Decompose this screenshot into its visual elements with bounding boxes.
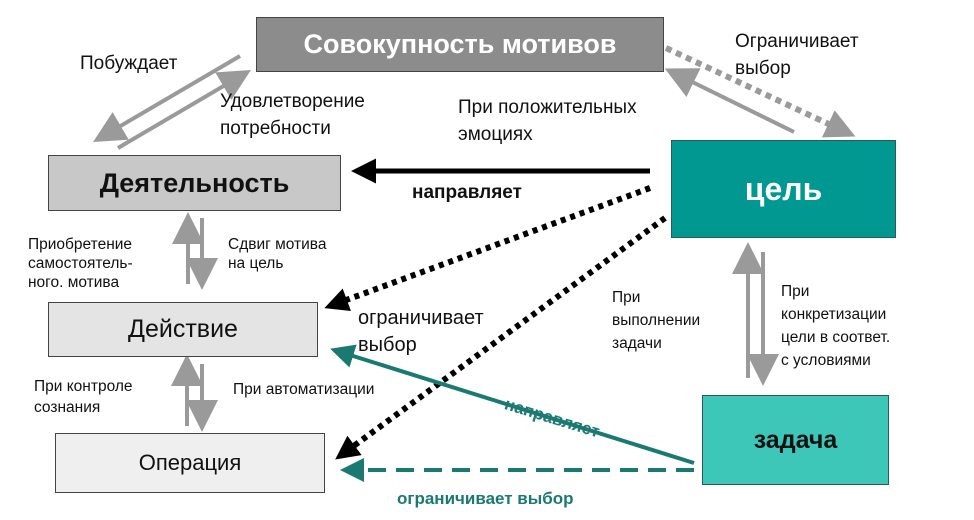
node-motives: Совокупность мотивов [256, 17, 664, 72]
label-limits-choice-mid-2: выбор [358, 334, 417, 356]
node-activity: Деятельность [48, 155, 341, 211]
label-limits-choice-top-2: выбор [735, 58, 791, 79]
label-task-execution-2: выполнении [612, 312, 701, 329]
label-need-satisfaction-1: Удовлетворение [220, 91, 365, 112]
label-limits-choice-bottom: ограничивает выбор [397, 489, 574, 508]
node-action-label: Действие [128, 315, 238, 343]
label-automation: При автоматизации [233, 381, 375, 398]
label-motive-shift-2: на цель [228, 255, 284, 272]
label-task-execution-1: При [612, 289, 641, 306]
label-acquisition-1: Приобретение [28, 236, 133, 253]
node-task-label: задача [753, 425, 838, 454]
label-acquisition-2: самостоятель- [28, 255, 133, 272]
node-task: задача [702, 395, 889, 485]
label-concretization-1: При [781, 283, 810, 300]
node-activity-label: Деятельность [99, 167, 290, 198]
label-motive-shift-1: Сдвиг мотива [228, 236, 327, 253]
arrow-need-satisfaction [116, 69, 251, 150]
label-concretization-2: конкретизации [781, 306, 887, 323]
label-concretization-3: цели в соответ. [781, 329, 891, 346]
label-conscious-control-2: сознания [34, 399, 101, 416]
label-limits-choice-mid-1: ограничивает [358, 307, 484, 329]
label-acquisition-3: ного. мотива [28, 274, 120, 291]
label-limits-choice-top-1: Ограничивает [735, 31, 859, 52]
label-need-satisfaction-2: потребности [220, 118, 331, 139]
label-concretization-4: с условиями [781, 352, 871, 369]
label-directs-goal: направляет [412, 182, 522, 203]
label-motivates: Побуждает [80, 53, 178, 74]
label-positive-emotions-1: При положительных [458, 97, 637, 118]
arrow-limits-choice-action [324, 185, 652, 312]
node-action: Действие [48, 302, 318, 357]
label-task-execution-3: задачи [612, 335, 662, 352]
arrow-motivates [93, 54, 242, 143]
arrow-limits-choice-top [664, 45, 856, 138]
node-goal-label: цель [744, 170, 823, 207]
label-conscious-control-1: При контроле [34, 378, 133, 395]
node-motives-label: Совокупность мотивов [303, 29, 617, 59]
node-operation: Операция [55, 433, 325, 493]
arrow-positive-emotions [664, 68, 795, 134]
label-positive-emotions-2: эмоциях [458, 124, 533, 145]
node-operation-label: Операция [138, 450, 242, 475]
arrow-directs-task [330, 344, 695, 465]
node-goal: цель [671, 140, 896, 238]
arrow-limits-choice-operation [335, 215, 667, 460]
